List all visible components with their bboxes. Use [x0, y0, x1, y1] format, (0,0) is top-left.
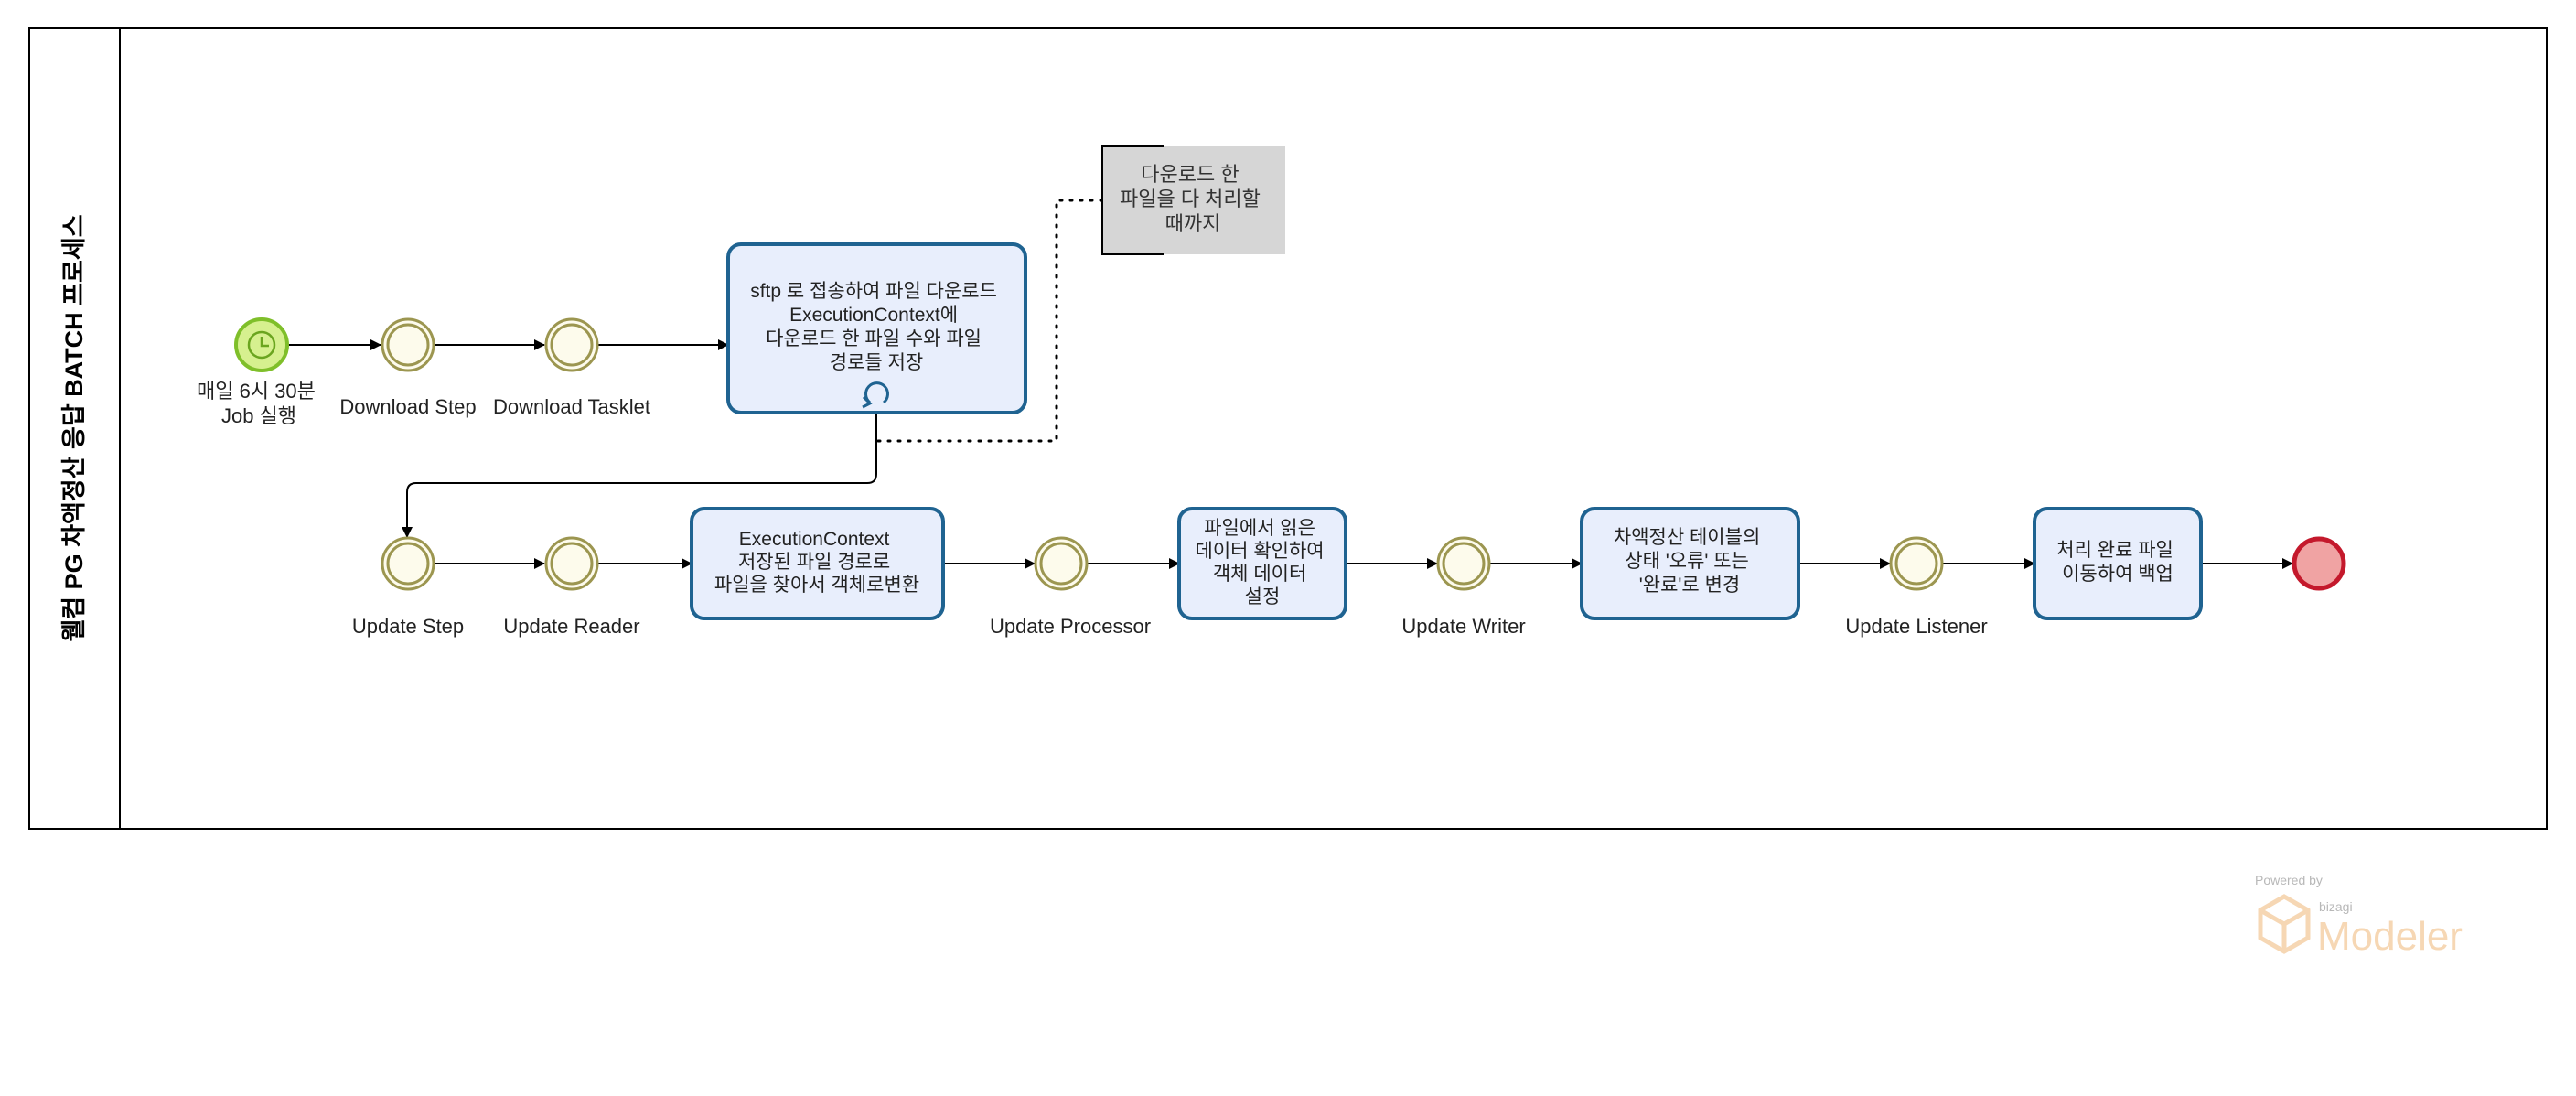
flow-sftp-task-to-update-step: [402, 413, 877, 538]
task-read-data[interactable]: 파일에서 읽은 데이터 확인하여 객체 데이터 설정: [1177, 507, 1347, 620]
end-event[interactable]: [2292, 536, 2346, 591]
event-download-tasklet-label: Download Tasklet: [493, 395, 650, 418]
event-download-step-label: Download Step: [339, 395, 476, 418]
event-update-reader-label: Update Reader: [503, 615, 639, 638]
watermark-powered-by: Powered by: [2255, 873, 2323, 887]
annotation-association: [876, 199, 1104, 443]
timer-start-event[interactable]: [234, 317, 289, 372]
pool: [28, 27, 2548, 830]
task-move-backup[interactable]: 처리 완료 파일 이동하여 백업: [2033, 507, 2203, 620]
event-update-step-label: Update Step: [352, 615, 464, 638]
timer-start-label: 매일 6시 30분 Job 실행: [197, 380, 321, 427]
event-update-listener[interactable]: [1889, 536, 1944, 591]
event-update-listener-label: Update Listener: [1845, 615, 1987, 638]
event-update-step[interactable]: [381, 536, 435, 591]
watermark-brand: bizagi: [2319, 899, 2353, 914]
event-update-writer[interactable]: [1436, 536, 1491, 591]
loop-icon: [862, 381, 889, 409]
task-update-status[interactable]: 차액정산 테이블의 상태 '오류' 또는 '완료'로 변경: [1580, 507, 1800, 620]
event-update-processor-label: Update Processor: [990, 615, 1151, 638]
task-sftp-download-text: sftp 로 접송하여 파일 다운로드 ExecutionContext에 다운…: [750, 281, 1003, 373]
watermark-product: Modeler: [2317, 914, 2463, 959]
event-update-writer-label: Update Writer: [1401, 615, 1525, 638]
event-download-step[interactable]: [381, 317, 435, 372]
event-update-reader[interactable]: [544, 536, 599, 591]
bizagi-watermark: Powered by bizagi Modeler: [2255, 873, 2463, 959]
event-update-processor[interactable]: [1034, 536, 1089, 591]
task-sftp-download[interactable]: sftp 로 접송하여 파일 다운로드 ExecutionContext에 다운…: [726, 242, 1027, 414]
task-move-backup-text: 처리 완료 파일 이동하여 백업: [2056, 540, 2178, 585]
task-execution-context-text: ExecutionContext 저장된 파일 경로로 파일을 찾아서 객체로변…: [714, 529, 919, 596]
text-annotation: 다운로드 한 파일을 다 처리할 때까지: [1101, 145, 1285, 255]
task-execution-context[interactable]: ExecutionContext 저장된 파일 경로로 파일을 찾아서 객체로변…: [690, 507, 945, 620]
event-download-tasklet[interactable]: [544, 317, 599, 372]
clock-icon: [247, 330, 276, 360]
task-read-data-text: 파일에서 읽은 데이터 확인하여 객체 데이터 설정: [1196, 518, 1330, 607]
sequence-flows: [288, 339, 2293, 569]
bizagi-logo-icon: [2258, 894, 2311, 954]
pool-title: 웰컴 PG 차액정산 응답 BATCH 프로세스: [60, 214, 88, 641]
annotation-text: 다운로드 한 파일을 다 처리할 때까지: [1120, 163, 1266, 235]
task-update-status-text: 차액정산 테이블의 상태 '오류' 또는 '완료'로 변경: [1614, 527, 1766, 596]
